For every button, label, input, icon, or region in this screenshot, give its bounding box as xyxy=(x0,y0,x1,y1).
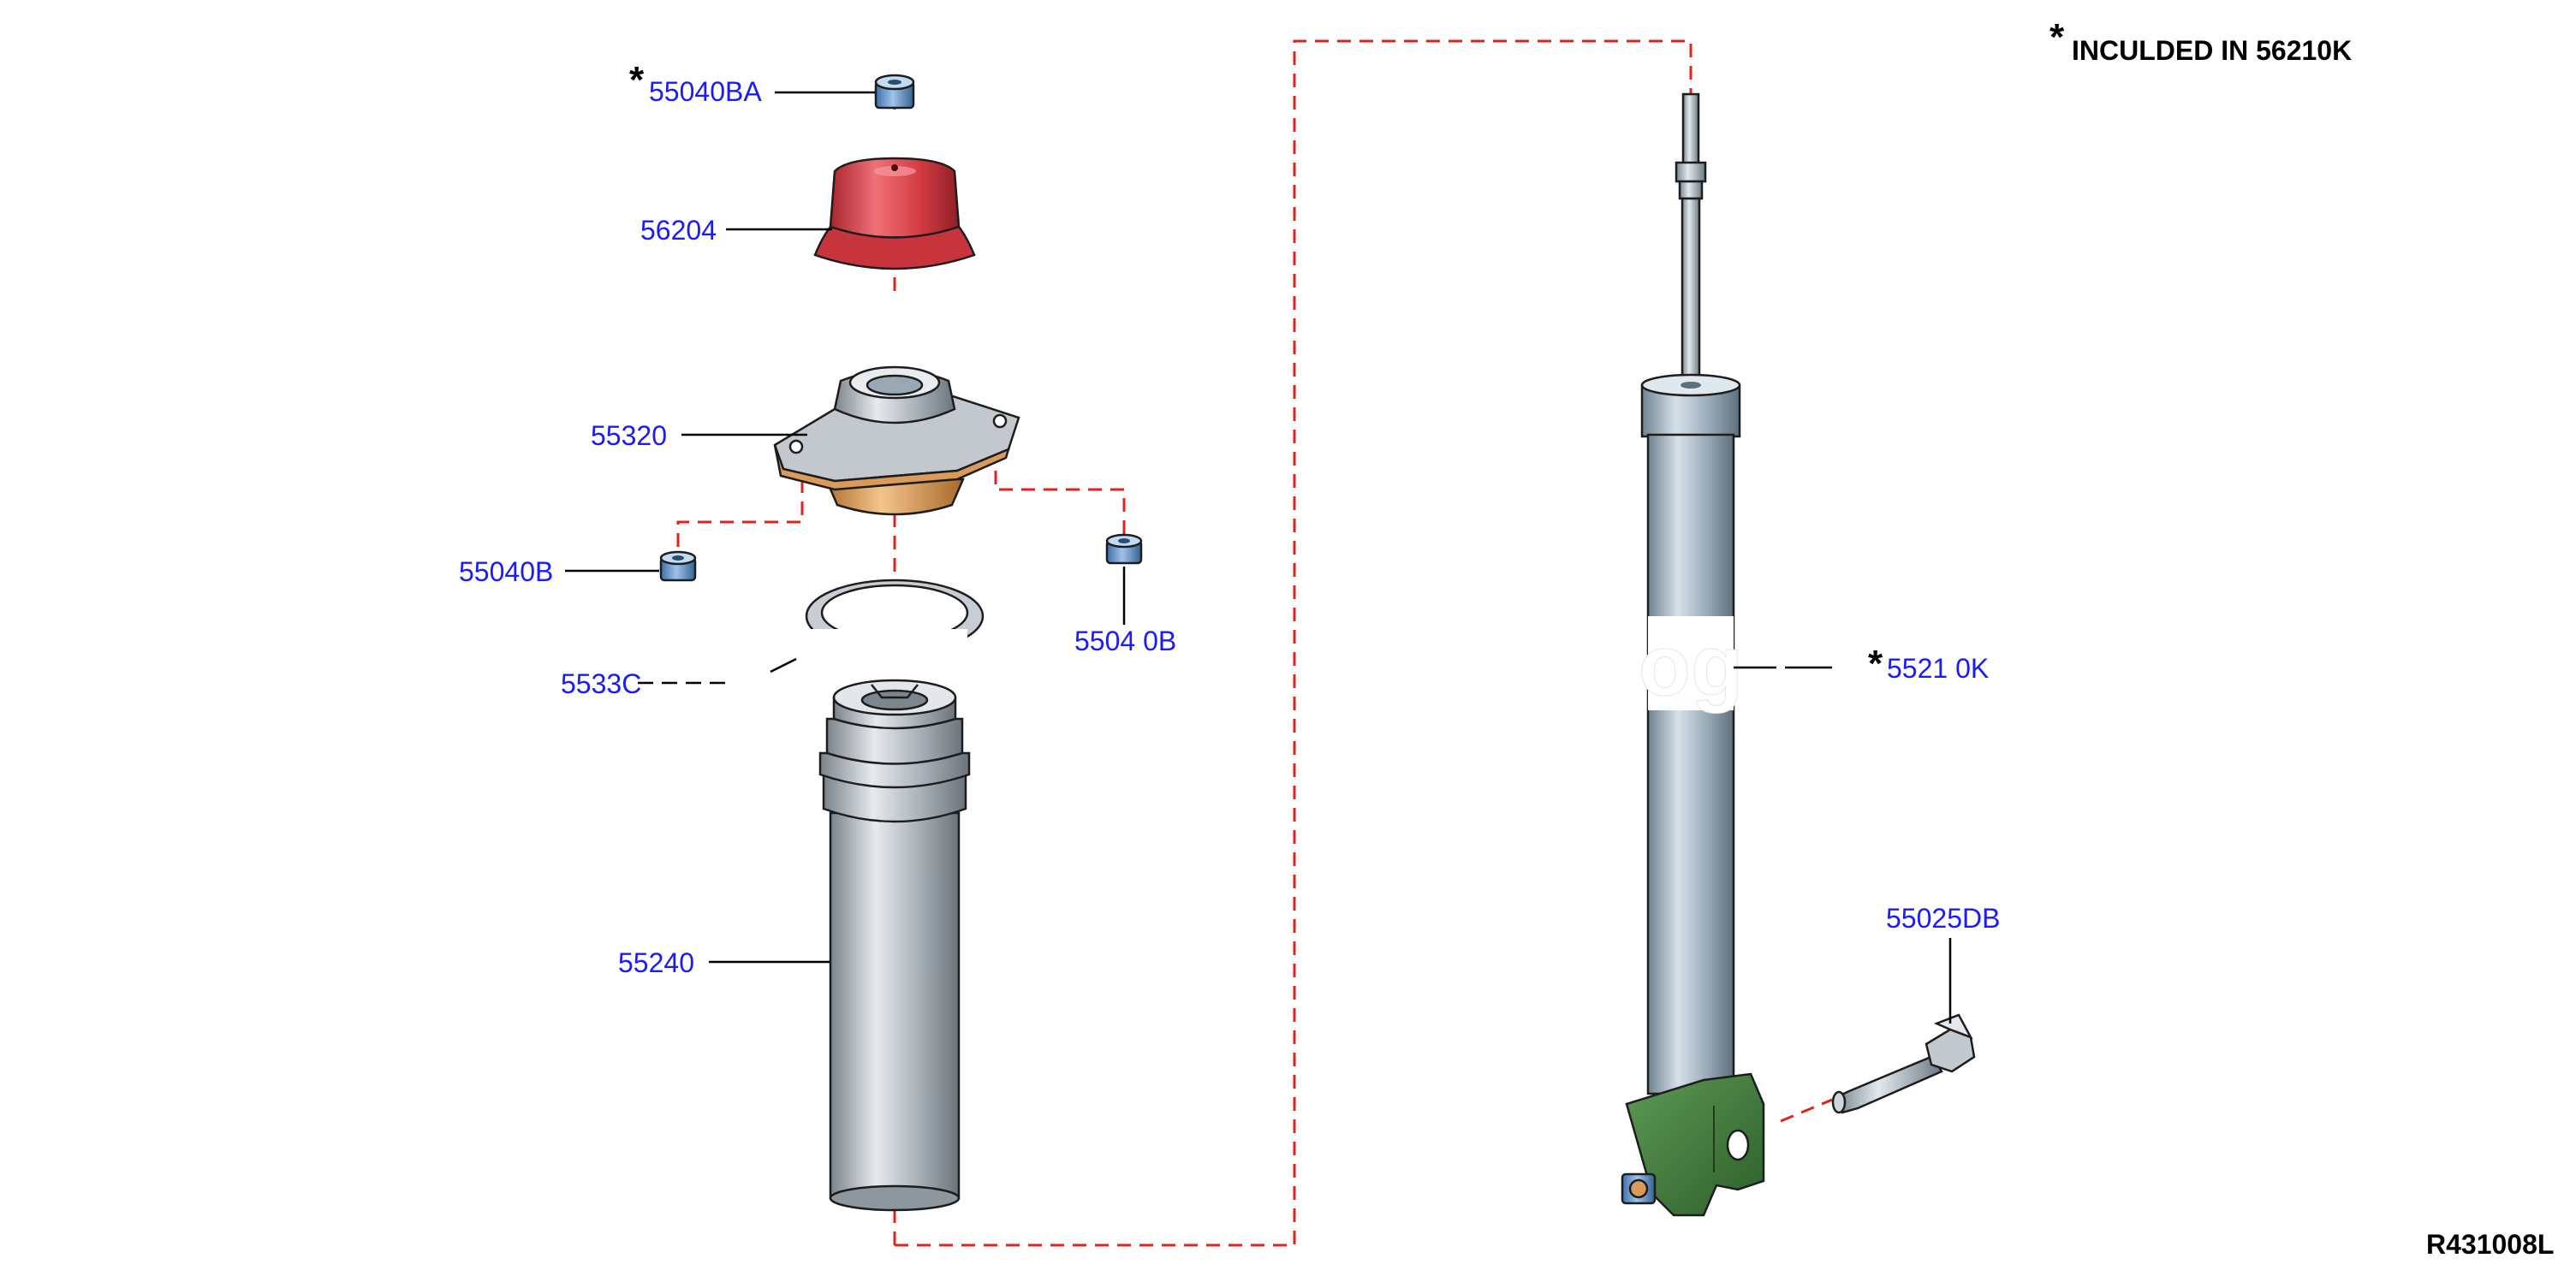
part-55040B-nut-right[interactable] xyxy=(1105,533,1143,565)
label-55040B-right[interactable]: 5504 0B xyxy=(1074,626,1176,656)
part-5533x-washer[interactable] xyxy=(796,579,985,689)
drawing-code: R431008L xyxy=(2426,1229,2554,1260)
part-55040BA-nut[interactable] xyxy=(874,74,915,110)
part-55320-mount[interactable] xyxy=(773,365,1020,516)
label-55040B-left[interactable]: 55040B xyxy=(459,556,553,587)
label-56210K[interactable]: 5521 0K xyxy=(1887,653,1989,684)
part-labels: * 55040BA 56204 55320 55040B 5504 0B 553… xyxy=(459,59,2000,978)
part-56210K-shock-absorber[interactable]: og xyxy=(1621,92,1765,1217)
star-marker: * xyxy=(629,59,645,101)
part-55040B-nut-left[interactable] xyxy=(659,550,697,582)
part-55025DB-bolt[interactable] xyxy=(1831,1013,1976,1114)
leader-lines xyxy=(565,91,1952,1024)
note-star: * xyxy=(2049,16,2065,58)
part-55240-boot[interactable] xyxy=(818,679,971,1212)
part-56204-cap[interactable] xyxy=(813,157,976,270)
label-55040BA[interactable]: 55040BA xyxy=(649,76,762,107)
star-marker-shock: * xyxy=(1868,643,1883,685)
watermark-text: og xyxy=(1639,618,1743,714)
label-55320[interactable]: 55320 xyxy=(591,420,667,451)
label-55240[interactable]: 55240 xyxy=(618,947,694,978)
label-5533x[interactable]: 5533C xyxy=(561,668,641,699)
label-55025DB[interactable]: 55025DB xyxy=(1886,903,2000,934)
legend-note: * INCULDED IN 56210K xyxy=(2049,16,2352,66)
note-text: INCULDED IN 56210K xyxy=(2072,35,2352,66)
label-56204[interactable]: 56204 xyxy=(640,215,717,246)
